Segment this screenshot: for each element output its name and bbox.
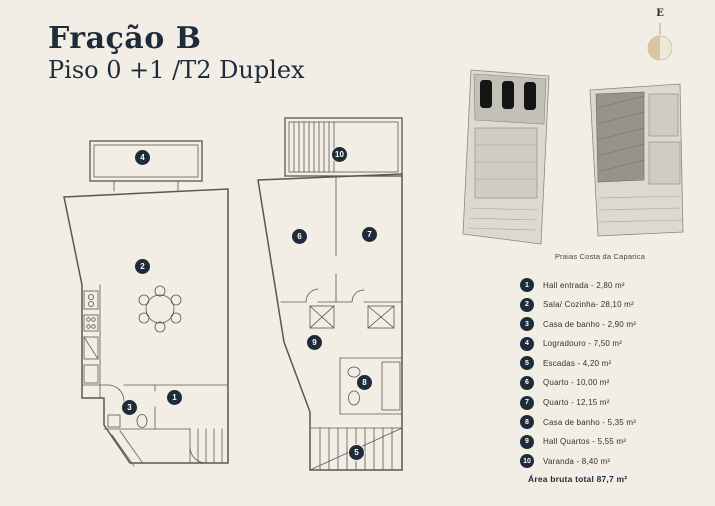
page-title: Fração B [48,21,202,56]
legend-item-hall-entrada: 1 Hall entrada - 2,80 m² [520,278,710,292]
legend-num-1: 1 [520,278,534,292]
page-subtitle: Piso 0 +1 /T2 Duplex [48,56,305,84]
legend: 1 Hall entrada - 2,80 m² 2 Sala/ Cozinha… [520,278,710,474]
legend-item-escadas: 5 Escadas - 4,20 m² [520,356,710,371]
plan-marker-escadas: 5 [348,444,365,461]
legend-item-hall-quartos: 9 Hall Quartos - 5,55 m² [520,434,710,449]
legend-num-10: 10 [520,454,534,469]
floor-plan-piso-1-drawing [257,117,403,471]
legend-label-9: Hall Quartos - 5,55 m² [543,437,627,447]
legend-item-logradouro: 4 Logradouro - 7,50 m² [520,336,710,351]
legend-label-2: Sala/ Cozinha- 28,10 m² [543,300,634,310]
plan-marker-logradouro: 4 [134,149,151,166]
compass-east-label: E [656,8,664,19]
legend-label-1: Hall entrada - 2,80 m² [543,280,625,290]
legend-item-varanda: 10 Varanda - 8,40 m² [520,454,710,469]
legend-item-casa-banho-0: 3 Casa de banho - 2,90 m² [520,317,710,332]
legend-label-7: Quarto - 12,15 m² [543,398,610,408]
legend-label-6: Quarto - 10,00 m² [543,378,610,388]
plan-marker-quarto-1: 6 [291,228,308,245]
legend-num-3: 3 [520,317,534,332]
legend-item-sala-cozinha: 2 Sala/ Cozinha- 28,10 m² [520,297,710,312]
legend-num-6: 6 [520,375,534,390]
site-plan-1-drawing [462,69,550,245]
plan-marker-hall-entrada: 1 [166,389,183,406]
legend-item-quarto-1: 6 Quarto - 10,00 m² [520,375,710,390]
floor-plan-piso-0-drawing [63,140,229,467]
floor-plan-piso-1: 10 6 7 9 8 5 [248,110,413,480]
legend-num-8: 8 [520,415,534,430]
legend-label-3: Casa de banho - 2,90 m² [543,319,637,329]
plan-marker-quarto-2: 7 [361,226,378,243]
legend-num-5: 5 [520,356,534,371]
total-area: Área bruta total 87,7 m² [528,474,628,484]
legend-label-4: Logradouro - 7,50 m² [543,339,623,349]
legend-num-2: 2 [520,297,534,312]
compass: E [640,8,680,72]
plan-marker-casa-banho-1: 8 [356,374,373,391]
plan-marker-hall-quartos: 9 [306,334,323,351]
compass-icon [647,23,673,61]
site-plan-thumbnail-1 [461,66,556,248]
legend-label-8: Casa de banho - 5,35 m² [543,417,637,427]
legend-label-5: Escadas - 4,20 m² [543,358,612,368]
legend-label-10: Varanda - 8,40 m² [543,456,611,466]
site-plan-2-drawing [589,83,684,237]
floor-plan-piso-0: 4 2 3 1 [50,133,245,478]
site-caption: Praias Costa da Caparica [554,252,646,261]
legend-num-7: 7 [520,395,534,410]
header: Fração B Piso 0 +1 /T2 Duplex [48,22,305,85]
plan-marker-varanda: 10 [331,146,348,163]
plan-marker-sala-cozinha: 2 [134,258,151,275]
site-plan-thumbnail-2 [586,82,686,240]
legend-num-4: 4 [520,336,534,351]
legend-item-quarto-2: 7 Quarto - 12,15 m² [520,395,710,410]
legend-item-casa-banho-1: 8 Casa de banho - 5,35 m² [520,415,710,430]
legend-num-9: 9 [520,434,534,449]
plan-marker-casa-banho-0: 3 [121,399,138,416]
